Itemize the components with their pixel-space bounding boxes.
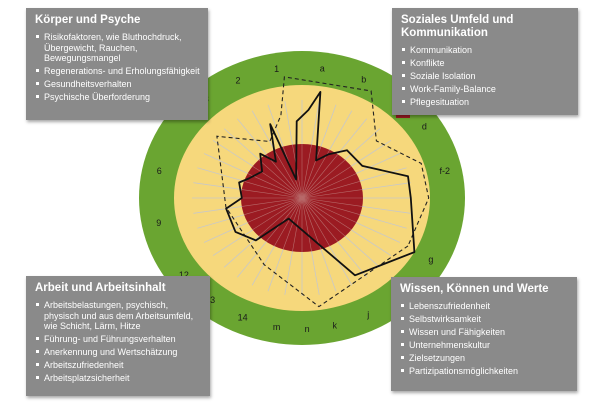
ring-label: 2 <box>235 75 240 85</box>
core-spoke <box>247 173 303 199</box>
profiles <box>216 76 430 308</box>
core-spoke <box>243 181 303 199</box>
panel-soziales-umfeld: Soziales Umfeld und Kommunikation Kommun… <box>392 8 578 115</box>
panel-title: Körper und Psyche <box>35 14 141 26</box>
target-profile-dashed <box>216 76 430 308</box>
panel-koerper-und-psyche: Körper und Psyche Risikofaktoren, wie Bl… <box>26 8 208 120</box>
core-spoke <box>301 181 361 199</box>
core-spoke <box>301 166 352 199</box>
ring-label: 12 <box>179 270 189 280</box>
core-spoke <box>265 197 303 242</box>
core-spoke <box>258 159 303 199</box>
ring-label: k <box>333 321 338 331</box>
panel-title: Soziales Umfeld und Kommunikation <box>401 14 514 39</box>
core-spoke <box>247 197 303 223</box>
ring-label: m <box>273 322 281 332</box>
ring-label: 6 <box>157 166 162 176</box>
core-spoke <box>274 197 303 247</box>
ring-label: d <box>422 122 427 132</box>
core-spokes <box>241 144 363 252</box>
ring-label: b <box>361 74 366 84</box>
list-item: Work-Family-Balance <box>401 84 570 95</box>
list-item: Arbeitszufriedenheit <box>35 360 202 371</box>
list-item: Regenerations- und Erholungsfähigkeit <box>35 66 200 77</box>
list-item: Lebenszufriedenheit <box>400 301 569 312</box>
core-spoke <box>243 197 303 215</box>
core-spoke <box>252 197 303 230</box>
core-spoke <box>301 197 312 252</box>
list-item: Anerkennung und Wertschätzung <box>35 347 202 358</box>
list-item: Konflikte <box>401 58 570 69</box>
ring-label: 13 <box>205 295 215 305</box>
list-item: Zielsetzungen <box>400 353 569 364</box>
panel-list: Arbeitsbelastungen, psychisch, physisch … <box>35 300 202 384</box>
panel-list: Kommunikation Konflikte Soziale Isolatio… <box>401 45 570 108</box>
core-spoke <box>301 197 339 242</box>
core-spoke <box>301 189 363 199</box>
list-item: Soziale Isolation <box>401 71 570 82</box>
ring-label: 14 <box>238 313 248 323</box>
core-spoke <box>301 197 330 247</box>
core-spoke <box>241 189 303 199</box>
panel-list: Lebenszufriedenheit Selbstwirksamkeit Wi… <box>400 301 569 377</box>
ring-label: g <box>428 255 433 265</box>
core-spoke <box>274 149 303 199</box>
panel-list: Risikofaktoren, wie Bluthochdruck, Überg… <box>35 32 200 103</box>
list-item: Führung- und Führungsverhalten <box>35 334 202 345</box>
panel-title: Wissen, Können und Werte <box>400 283 549 295</box>
ring-label: f-2 <box>440 166 451 176</box>
list-item: Selbstwirksamkeit <box>400 314 569 325</box>
core-spoke <box>301 197 346 237</box>
core-spoke <box>301 144 312 199</box>
core-spoke <box>292 197 303 252</box>
list-item: Gesundheitsverhalten <box>35 79 200 90</box>
list-item: Unternehmenskultur <box>400 340 569 351</box>
list-item: Pflegesituation <box>401 97 570 108</box>
core-spoke <box>265 154 303 199</box>
core-spoke <box>301 197 357 223</box>
core-spoke <box>258 197 303 237</box>
list-item: Wissen und Fähigkeiten <box>400 327 569 338</box>
core-spoke <box>301 146 322 199</box>
core-spoke <box>301 197 361 215</box>
panel-title: Arbeit und Arbeitsinhalt <box>35 282 166 294</box>
core-spoke <box>301 197 352 230</box>
core-spoke <box>241 197 303 207</box>
core-spoke <box>301 149 330 199</box>
ring-label: 1 <box>274 64 279 74</box>
panel-arbeit-und-arbeitsinhalt: Arbeit und Arbeitsinhalt Arbeitsbelastun… <box>26 276 210 396</box>
list-item: Risikofaktoren, wie Bluthochdruck, Überg… <box>35 32 200 64</box>
list-item: Arbeitsbelastungen, psychisch, physisch … <box>35 300 202 332</box>
core-spoke <box>282 197 303 250</box>
list-item: Kommunikation <box>401 45 570 56</box>
ring-label: n <box>305 324 310 334</box>
ring-label: a <box>320 63 325 73</box>
panel-wissen-koennen-werte: Wissen, Können und Werte Lebenszufrieden… <box>391 277 577 391</box>
ring-label: j <box>366 310 369 320</box>
core-spoke <box>301 154 339 199</box>
core-spoke <box>301 197 322 250</box>
core-spoke <box>301 173 357 199</box>
list-item: Partizipationsmöglichkeiten <box>400 366 569 377</box>
core-spoke <box>301 197 363 207</box>
list-item: Psychische Überforderung <box>35 92 200 103</box>
ring-label: 9 <box>156 218 161 228</box>
core-spoke <box>292 144 303 199</box>
list-item: Arbeitsplatzsicherheit <box>35 373 202 384</box>
core-spoke <box>301 159 346 199</box>
actual-profile-solid <box>225 91 416 277</box>
